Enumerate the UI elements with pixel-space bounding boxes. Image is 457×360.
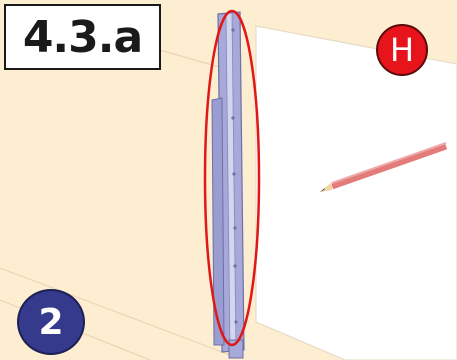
pencil-icon [320, 142, 448, 192]
quantity-badge: 2 [17, 289, 85, 355]
step-label: 4.3.a [4, 4, 161, 70]
panel-board [255, 25, 457, 360]
rail-part-icon [211, 11, 245, 359]
marker-badge-h: H [376, 24, 428, 76]
highlight-ellipse [203, 9, 261, 347]
